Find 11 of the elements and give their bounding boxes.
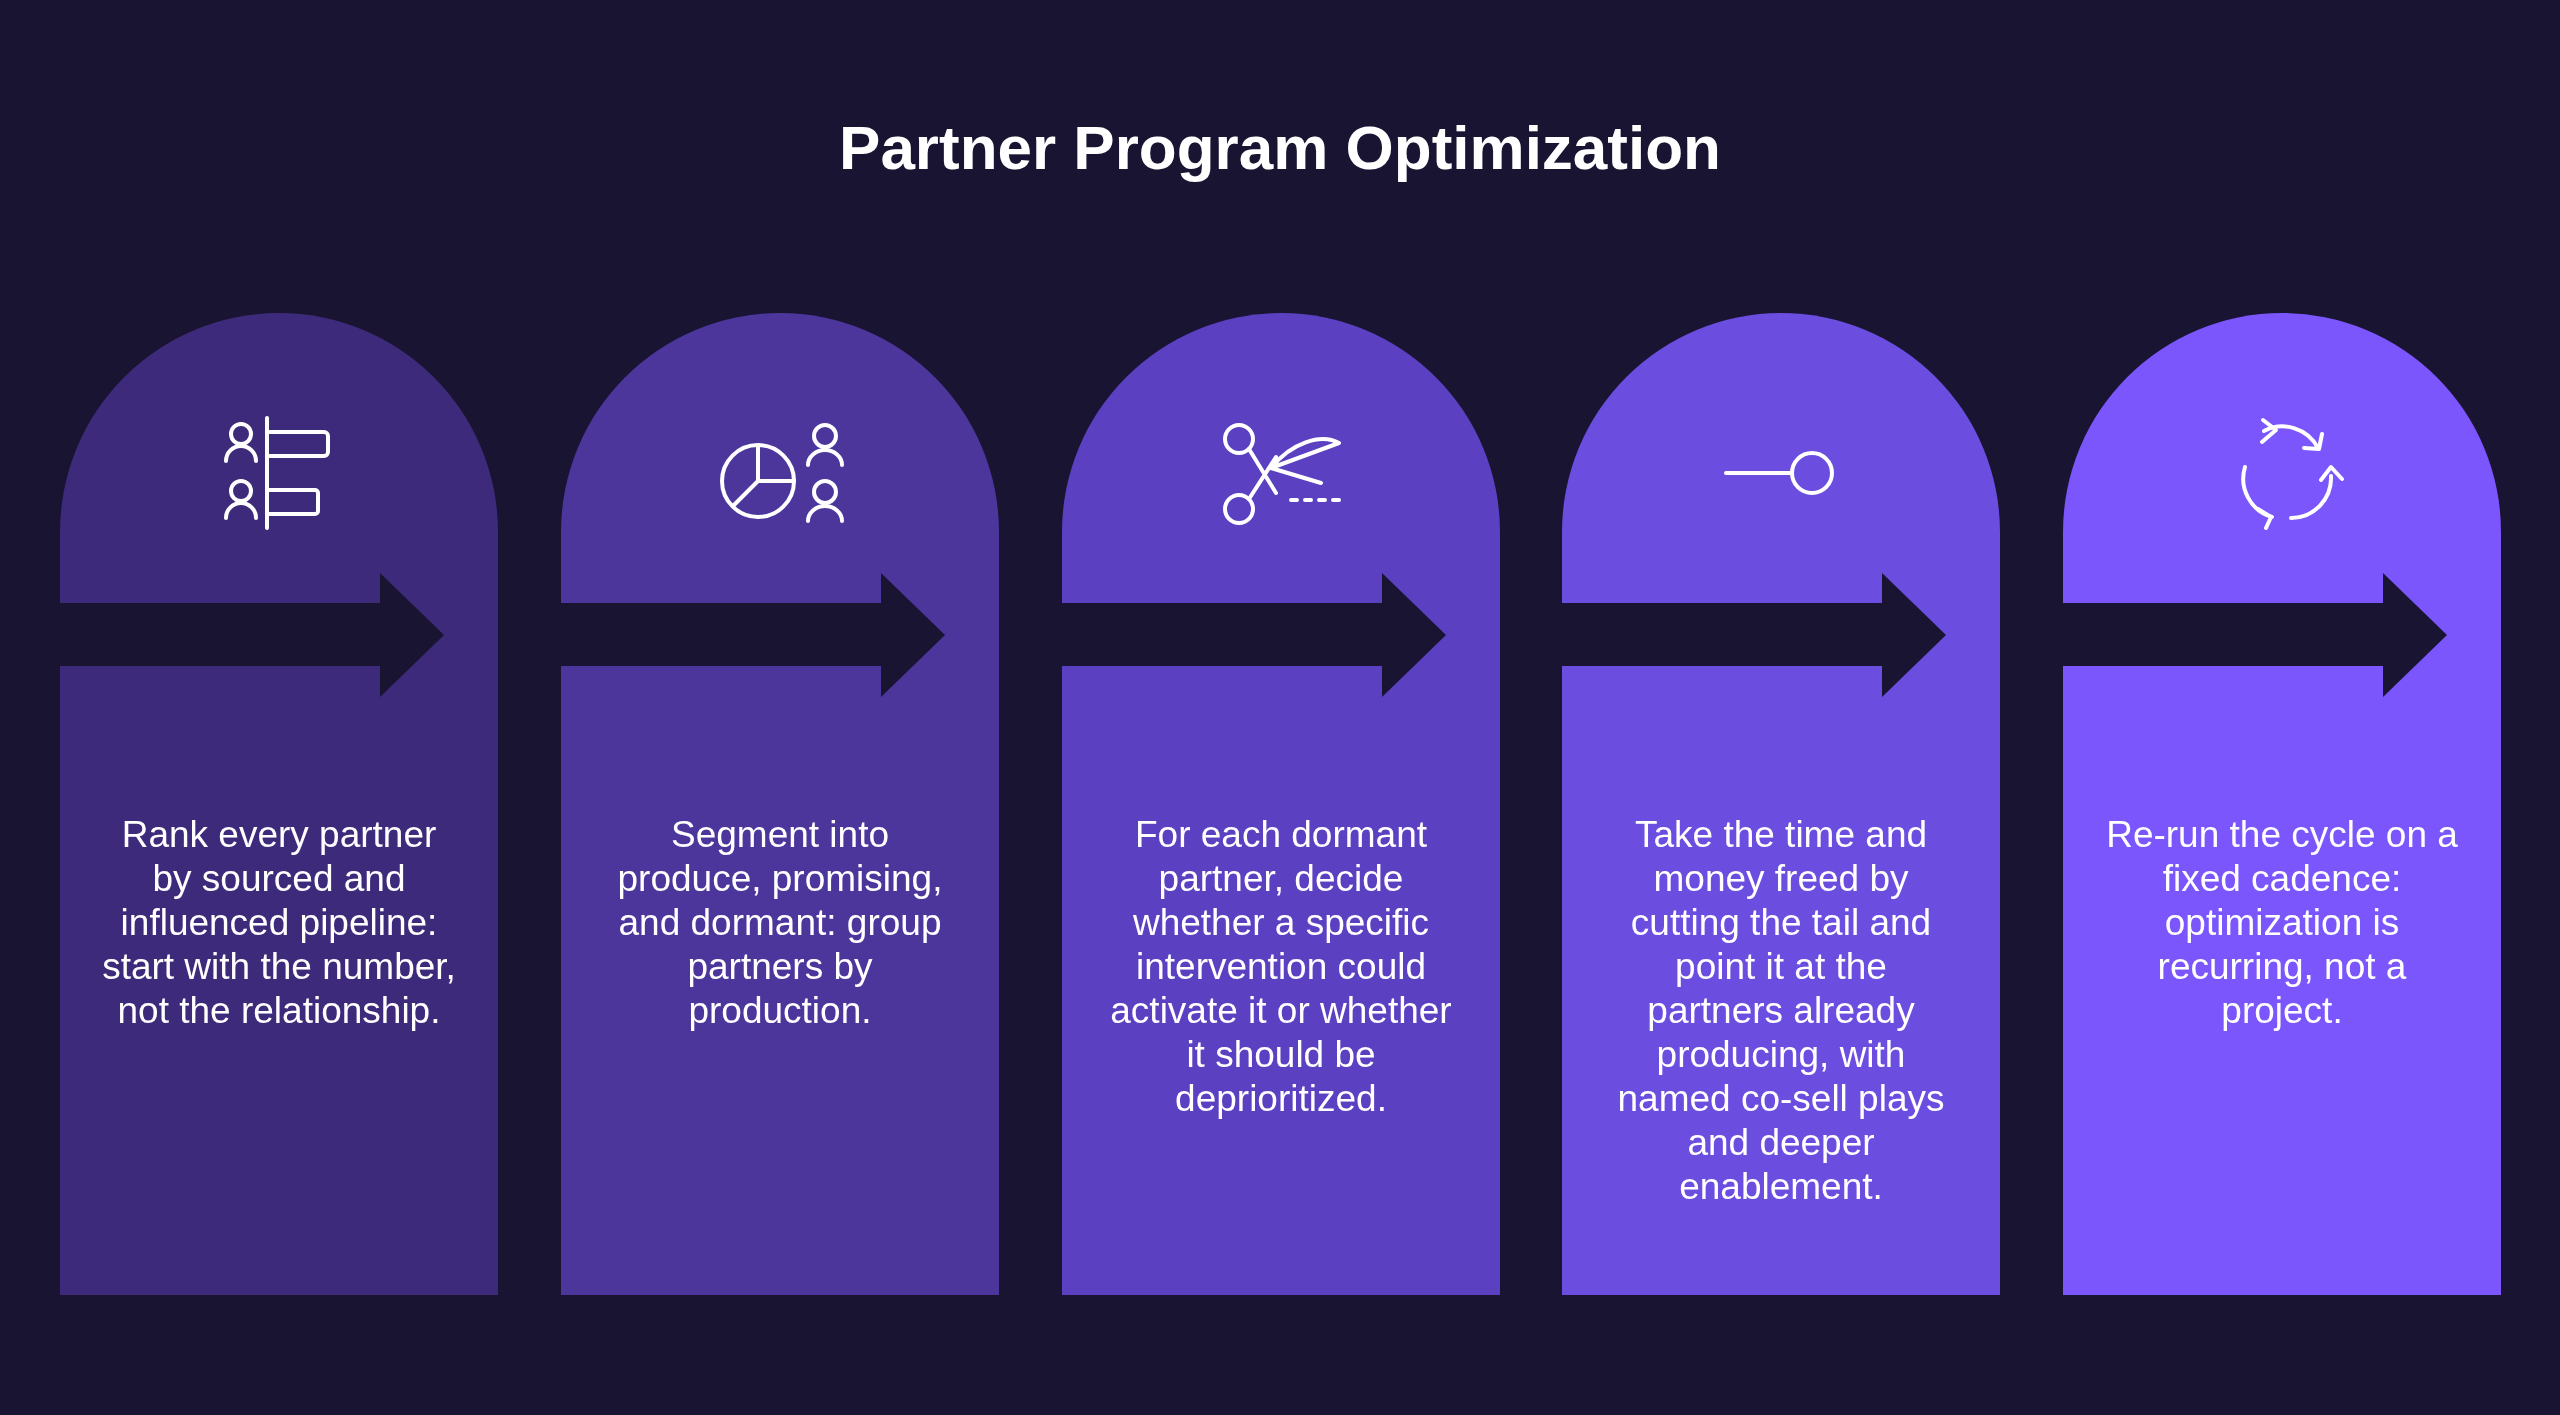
step-card: [1562, 313, 2000, 1295]
step-card: [561, 313, 999, 1295]
step-card: [2063, 313, 2501, 1295]
step-description: Re-run the cycle on a fixed cadence: optimization is recurring, not a project.: [2105, 813, 2459, 1033]
step-card: [60, 313, 498, 1295]
title: Partner Program Optimization: [838, 112, 1722, 183]
step-card: [1062, 313, 1500, 1295]
step-description: Rank every partner by sourced and influenced pipeline: start with the number, not the relationship.: [102, 813, 456, 1033]
step-description: For each dormant partner, decide whether a specific intervention could activate it or whether it should be deprioritized.: [1109, 813, 1453, 1121]
step-description: Take the time and money freed by cutting the tail and point it at the partners already producing, with named co-sell plays and deeper enablement.: [1616, 813, 1946, 1209]
step-description: Segment into produce, promising, and dormant: group partners by production.: [616, 813, 944, 1033]
